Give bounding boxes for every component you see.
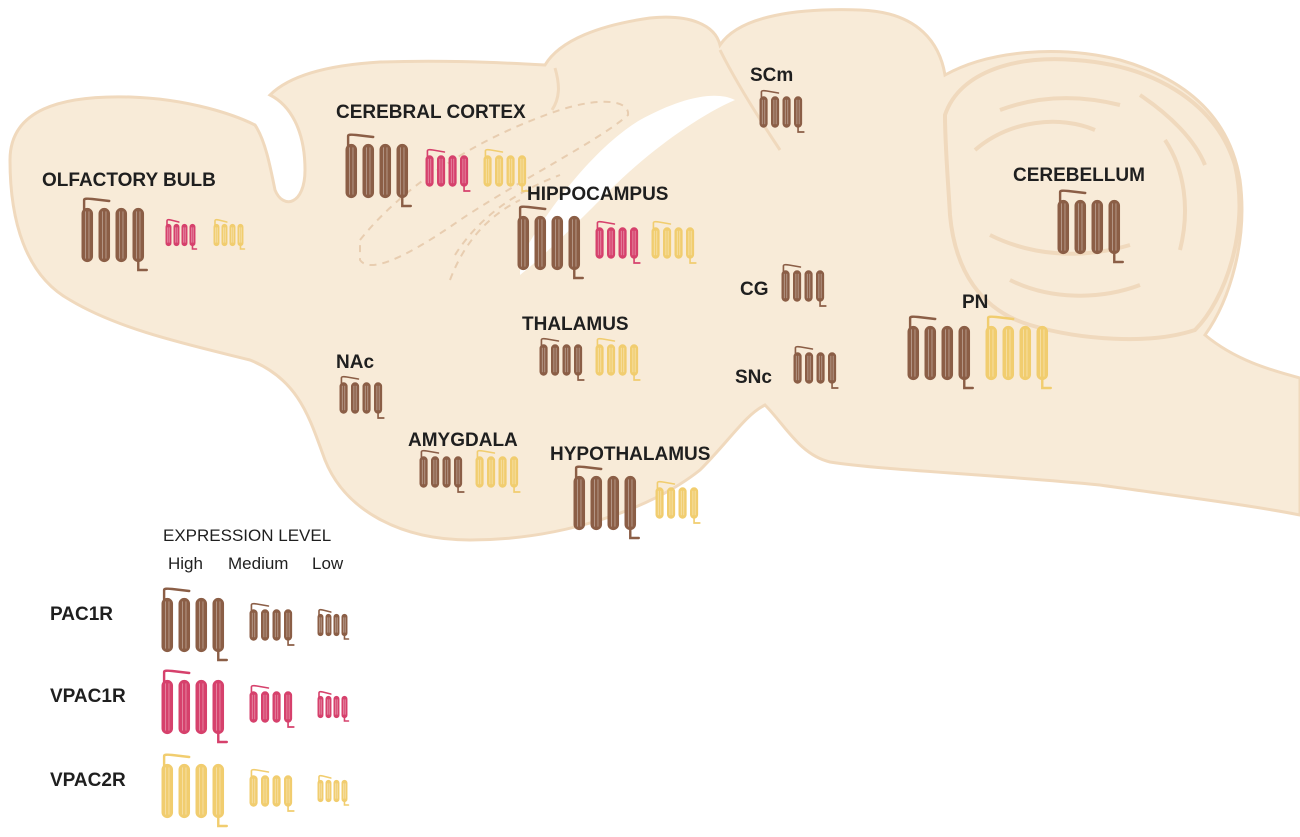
legend-vpac2r-high-icon — [161, 753, 228, 828]
region-olfactory-bulb: OLFACTORY BULB — [42, 170, 246, 272]
cerebellum-folia — [973, 93, 1207, 298]
region-label: HYPOTHALAMUS — [550, 444, 710, 465]
region-scm: SCm — [750, 65, 805, 133]
brain-silhouette — [8, 8, 1300, 542]
regions-layer: OLFACTORY BULB CEREBRAL CORTEX HIPPOCAMPUS… — [42, 65, 1145, 540]
legend-title: EXPRESSION LEVEL — [163, 526, 331, 545]
vpac2r-medium-icon — [483, 148, 529, 192]
vpac2r-low-icon — [213, 218, 246, 250]
region-label: PN — [962, 292, 988, 313]
hippocampus-dashed — [359, 100, 630, 281]
legend-pac1r-medium-icon — [249, 602, 295, 646]
pac1r-medium-icon — [419, 449, 465, 493]
pac1r-high-icon — [907, 315, 974, 390]
pac1r-high-icon — [1057, 189, 1124, 264]
hippocampus-cleft — [520, 95, 735, 275]
region-label: SCm — [750, 65, 793, 86]
region-label: HIPPOCAMPUS — [527, 184, 668, 205]
legend-vpac1r-high-icon — [161, 669, 228, 744]
pac1r-high-icon — [345, 133, 412, 208]
legend-vpac1r-medium-icon — [249, 684, 295, 728]
legend-pac1r-low-icon — [317, 608, 350, 640]
pac1r-high-icon — [573, 465, 640, 540]
vpac1r-medium-icon — [595, 220, 641, 264]
region-label: OLFACTORY BULB — [42, 170, 216, 191]
legend-level-high: High — [168, 554, 203, 573]
region-label: AMYGDALA — [408, 430, 518, 451]
cerebellum-outline — [942, 57, 1242, 342]
legend-row-vpac2r: VPAC2R — [50, 770, 126, 791]
region-nac: NAc — [336, 352, 385, 419]
legend-vpac1r-low-icon — [317, 690, 350, 722]
vpac2r-medium-icon — [595, 337, 641, 381]
region-cerebellum: CEREBELLUM — [1013, 165, 1145, 264]
region-label: THALAMUS — [522, 314, 629, 335]
pac1r-medium-icon — [539, 337, 585, 381]
region-label: CEREBELLUM — [1013, 165, 1145, 186]
legend-vpac2r-low-icon — [317, 774, 350, 806]
vpac2r-high-icon — [985, 315, 1052, 390]
region-cerebral-cortex: CEREBRAL CORTEX — [336, 102, 529, 208]
vpac1r-medium-icon — [425, 148, 471, 192]
legend-row-pac1r: PAC1R — [50, 604, 113, 625]
legend-pac1r-high-icon — [161, 587, 228, 662]
region-hippocampus: HIPPOCAMPUS — [517, 184, 697, 280]
pac1r-high-icon — [81, 197, 148, 272]
sulcus-line — [550, 49, 782, 151]
vpac1r-low-icon — [165, 218, 198, 250]
pac1r-high-icon — [517, 205, 584, 280]
pac1r-medium-icon — [781, 263, 827, 307]
region-thalamus: THALAMUS — [522, 314, 641, 381]
legend-row-vpac1r: VPAC1R — [50, 686, 126, 707]
region-label: CG — [740, 279, 769, 300]
region-cg: CG — [740, 263, 827, 307]
vpac2r-medium-icon — [475, 449, 521, 493]
legend-vpac2r-medium-icon — [249, 768, 295, 812]
region-label: CEREBRAL CORTEX — [336, 102, 526, 123]
vpac2r-medium-icon — [655, 480, 701, 524]
region-pn: PN — [907, 292, 1052, 390]
pac1r-medium-icon — [339, 375, 385, 419]
legend-level-low: Low — [312, 554, 344, 573]
pac1r-medium-icon — [759, 89, 805, 133]
region-hypothalamus: HYPOTHALAMUS — [550, 444, 710, 540]
legend-level-medium: Medium — [228, 554, 288, 573]
region-label: SNc — [735, 367, 772, 388]
region-amygdala: AMYGDALA — [408, 430, 521, 493]
pac1r-medium-icon — [793, 345, 839, 389]
vpac2r-medium-icon — [651, 220, 697, 264]
region-label: NAc — [336, 352, 374, 373]
region-snc: SNc — [735, 345, 839, 389]
